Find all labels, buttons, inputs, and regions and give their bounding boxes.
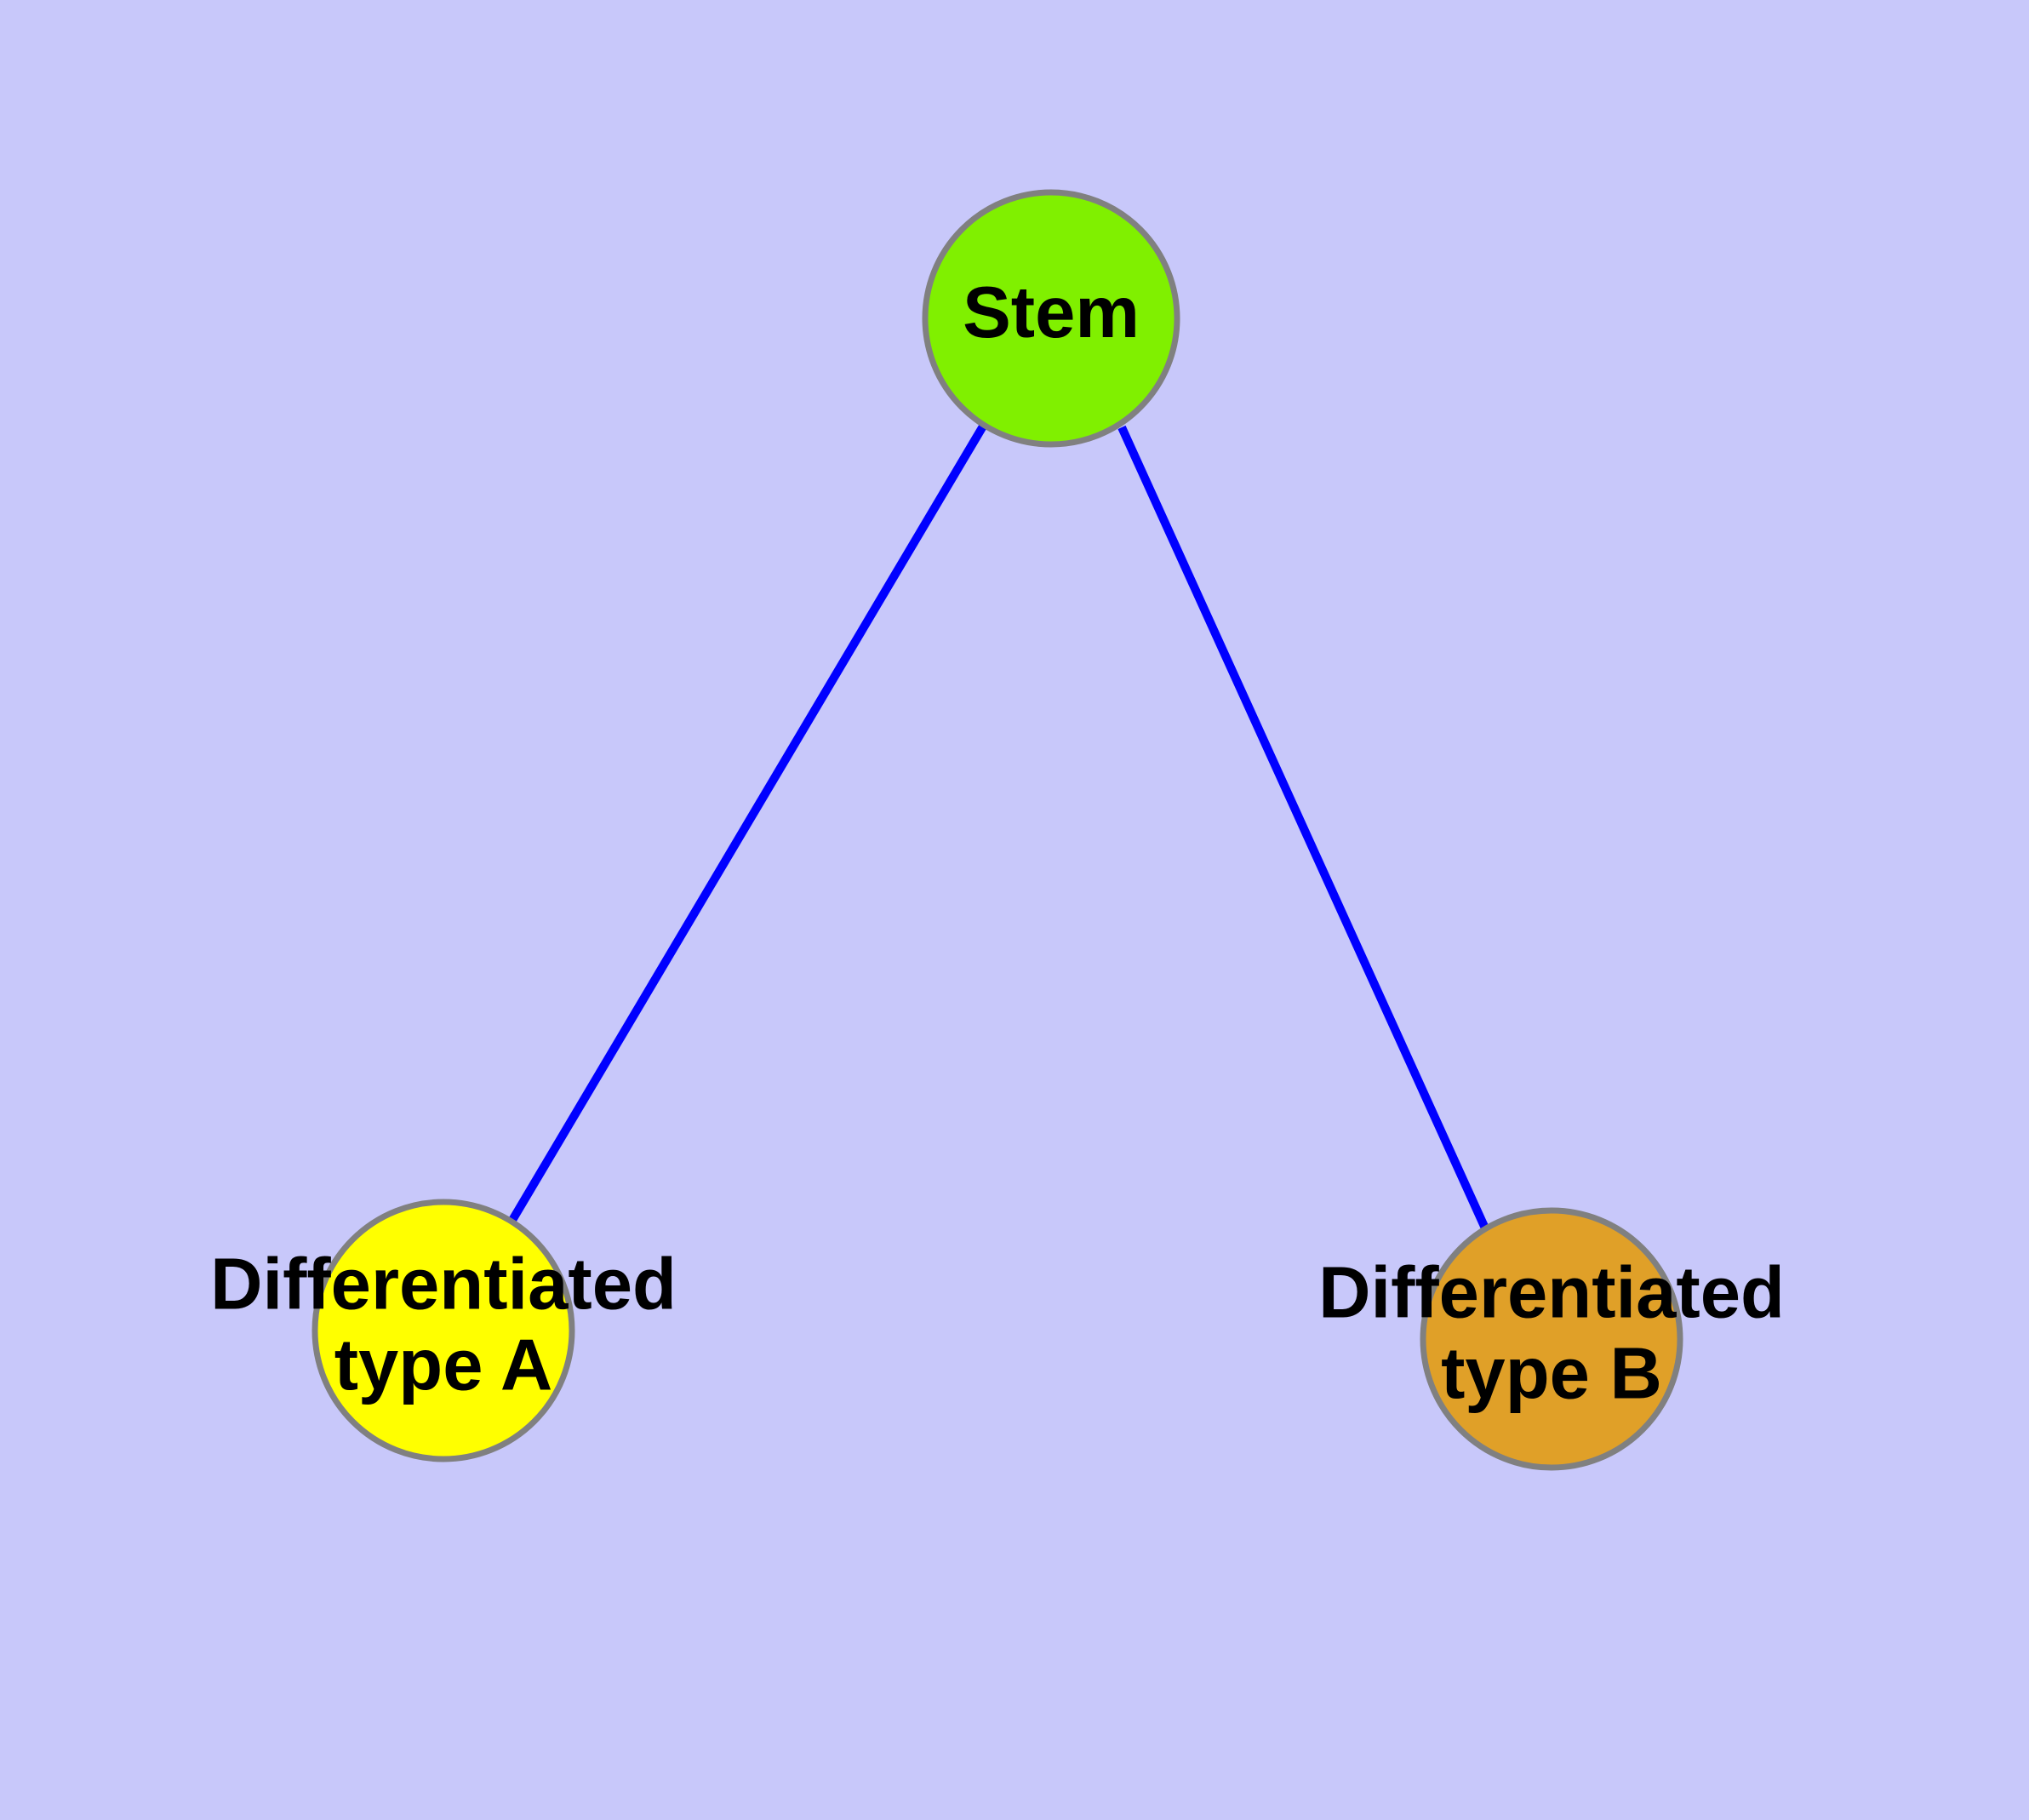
edge-stem-diff-a[interactable] bbox=[507, 422, 988, 1224]
edge-stem-diff-b[interactable] bbox=[1117, 425, 1490, 1233]
edges-layer bbox=[507, 422, 1490, 1233]
node-label-line: Stem bbox=[963, 272, 1140, 353]
node-label-line: Differentiated bbox=[210, 1245, 677, 1325]
node-diff-b[interactable] bbox=[1420, 1207, 1683, 1471]
node-stem[interactable] bbox=[922, 189, 1180, 448]
nodes-layer bbox=[311, 189, 1683, 1471]
node-label-line: Differentiated bbox=[1318, 1253, 1785, 1334]
node-diff-a[interactable] bbox=[311, 1199, 575, 1462]
node-label-line: type B bbox=[1441, 1334, 1662, 1415]
node-label-line: type A bbox=[334, 1325, 553, 1406]
node-label-stem: Stem bbox=[963, 272, 1140, 353]
